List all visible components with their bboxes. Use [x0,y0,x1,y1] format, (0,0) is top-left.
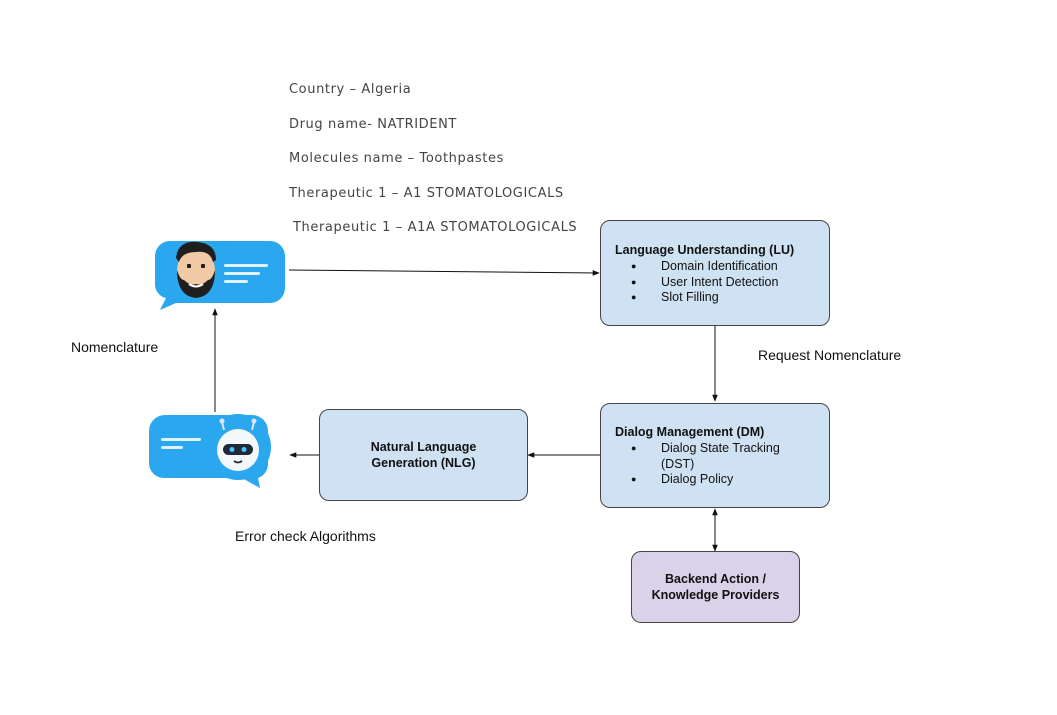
arrow-user-to-lu [288,269,600,276]
dm-title: Dialog Management (DM) [615,425,765,439]
dm-box: Dialog Management (DM) Dialog State Trac… [600,403,830,508]
info-country: Country – Algeria [289,82,412,97]
dm-list: Dialog State Tracking (DST) Dialog Polic… [601,441,806,488]
backend-title: Backend Action / Knowledge Providers [651,572,780,602]
info-therapeutic-1: Therapeutic 1 – A1 STOMATOLOGICALS [289,186,564,201]
nlg-box: Natural Language Generation (NLG) [319,409,528,501]
user-chat-bubble-icon [155,241,285,310]
info-molecules: Molecules name – Toothpastes [289,151,504,166]
label-request-nomenclature: Request Nomenclature [758,347,902,363]
info-drug-name: Drug name- NATRIDENT [289,117,457,132]
dm-item: Dialog Policy [601,472,806,488]
lu-item: Domain Identification [601,259,829,275]
label-error-check: Error check Algorithms [235,528,376,544]
info-therapeutic-2: Therapeutic 1 – A1A STOMATOLOGICALS [293,220,578,235]
nlg-title: Natural Language Generation (NLG) [370,440,477,470]
bot-chat-bubble-icon [148,414,271,488]
label-nomenclature: Nomenclature [71,339,159,355]
lu-title: Language Understanding (LU) [615,243,795,257]
backend-box: Backend Action / Knowledge Providers [631,551,800,623]
lu-list: Domain Identification User Intent Detect… [601,259,829,306]
lu-box: Language Understanding (LU) Domain Ident… [600,220,830,326]
lu-item: Slot Filling [601,290,829,306]
lu-item: User Intent Detection [601,275,829,291]
dm-item: Dialog State Tracking (DST) [601,441,806,472]
